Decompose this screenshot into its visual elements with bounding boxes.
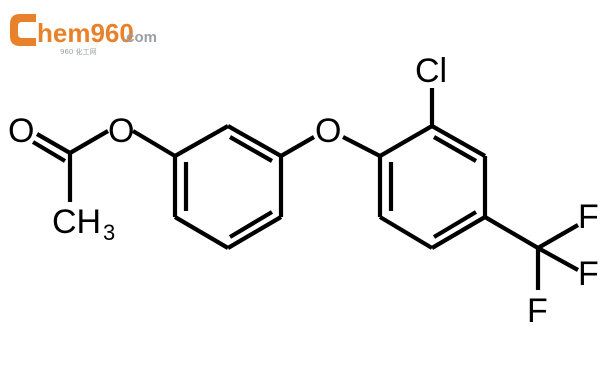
atom-ch3: CH [52,203,101,241]
logo-c-icon [10,14,36,46]
ring2-bond-4 [430,215,487,250]
bond-ring2-cf3 [483,215,540,250]
bonds [31,88,580,290]
bond-o-ester-ring [131,129,177,158]
ring2-bond-1 [378,124,434,158]
bond-c-f-top [536,223,580,250]
atom-f-right: F [578,255,599,293]
logo-tagline: 960 化工网 [60,47,97,56]
ring2-bond-5 [378,215,434,250]
atom-f-top: F [578,198,599,236]
ring1-bond-2 [226,124,283,158]
ring1-double-1 [228,135,274,163]
ring1-bond-1 [173,124,230,158]
atom-f-bottom: F [527,292,548,330]
bond-c-o-carbonyl-a [35,132,72,155]
site-logo[interactable]: hem960 .com 960 化工网 [10,14,157,56]
bond-c-f-right [536,246,580,272]
ring1-bond-4 [226,215,283,250]
bond-o-ether-ring2 [342,135,381,158]
atom-o-ether: O [315,112,341,150]
atom-o-ester: O [108,112,134,150]
ring1-bond-5 [173,215,230,250]
logo-brand-text: hem960 [37,18,134,48]
ring2-double-1 [432,135,478,163]
ring1-double-3 [228,210,274,239]
ring2-bond-2 [430,124,487,158]
atom-ch3-subscript: 3 [103,220,115,245]
logo-suffix-text: .com [122,29,157,46]
ring2-double-3 [432,210,478,239]
bond-c-o-carbonyl-b [31,140,67,163]
bond-c-o-ester [68,129,110,155]
bond-ring1-o-ether [279,135,316,158]
atom-cl: Cl [415,52,447,90]
atom-labels: O O O Cl CH 3 F F F [8,52,599,330]
atom-o-carbonyl: O [8,112,34,150]
